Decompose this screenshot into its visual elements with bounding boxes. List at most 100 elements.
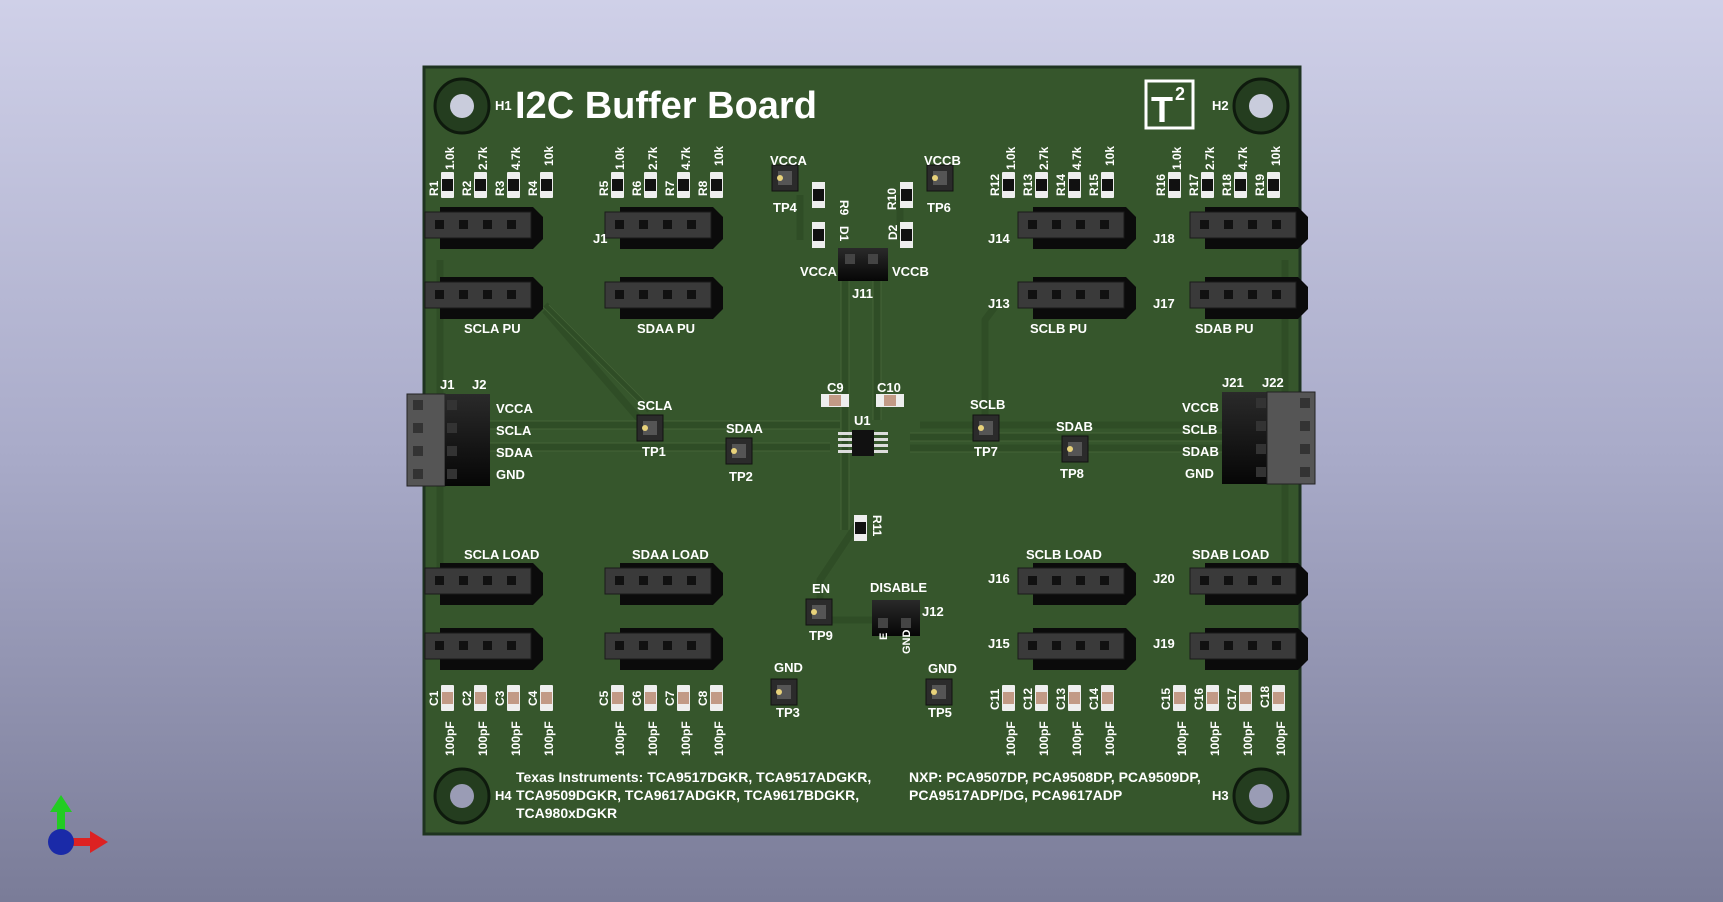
axis-gizmo[interactable] <box>48 795 108 855</box>
footer-ti-line1: Texas Instruments: TCA9517DGKR, TCA9517A… <box>516 769 871 785</box>
label-scla-pu: SCLA PU <box>464 321 521 336</box>
test-point <box>805 598 833 626</box>
ref-c11: C11 <box>988 688 1002 710</box>
label-j22: J22 <box>1262 375 1284 390</box>
header-4pin <box>424 628 543 670</box>
val-c8: 100pF <box>712 721 726 756</box>
label-gnd-j12: GND <box>901 630 913 655</box>
header-4pin <box>1017 628 1136 670</box>
label-tp9: TP9 <box>809 628 833 643</box>
ref-d2: D2 <box>886 224 900 240</box>
ref-r16: R16 <box>1154 174 1168 196</box>
ref-c12: C12 <box>1021 688 1035 710</box>
header-4pin <box>1189 563 1308 605</box>
label-en-j12: E <box>878 633 890 640</box>
ref-c7: C7 <box>663 690 677 706</box>
smd-part <box>876 394 904 407</box>
val-r7: 4.7k <box>679 146 693 170</box>
label-sdaa-load: SDAA LOAD <box>632 547 709 562</box>
val-r5: 1.0k <box>613 146 627 170</box>
val-c3: 100pF <box>509 721 523 756</box>
logo-sup: 2 <box>1175 84 1185 104</box>
label-j16: J16 <box>988 571 1010 586</box>
header-4pin <box>1189 207 1308 249</box>
resistor-chip <box>540 172 553 198</box>
test-point <box>925 678 953 706</box>
smd-part <box>900 182 913 208</box>
label-j17: J17 <box>1153 296 1175 311</box>
axis-z-dot <box>48 829 74 855</box>
label-j20: J20 <box>1153 571 1175 586</box>
resistor-chip <box>1267 172 1280 198</box>
label-sclb-load: SCLB LOAD <box>1026 547 1102 562</box>
ref-c16: C16 <box>1192 688 1206 710</box>
ref-r12: R12 <box>988 174 1002 196</box>
ref-r17: R17 <box>1187 174 1201 196</box>
capacitor-chip <box>1035 685 1048 711</box>
ref-c15: C15 <box>1159 688 1173 710</box>
label-scla-tp: SCLA <box>637 398 673 413</box>
val-c6: 100pF <box>646 721 660 756</box>
val-c2: 100pF <box>476 721 490 756</box>
label-sdab-tp: SDAB <box>1056 419 1093 434</box>
ref-c5: C5 <box>597 690 611 706</box>
connector-j1-j2 <box>406 393 490 487</box>
capacitor-chip <box>1002 685 1015 711</box>
hole-label-h3: H3 <box>1212 788 1229 803</box>
label-sdaa-left: SDAA <box>496 445 533 460</box>
capacitor-chip <box>611 685 624 711</box>
test-point <box>1061 435 1089 463</box>
ref-r7: R7 <box>663 180 677 196</box>
val-r3: 4.7k <box>509 146 523 170</box>
header-4pin <box>604 563 723 605</box>
label-scla-left: SCLA <box>496 423 532 438</box>
ref-c14: C14 <box>1087 688 1101 710</box>
val-c7: 100pF <box>679 721 693 756</box>
smd-part <box>854 515 867 541</box>
test-point <box>770 678 798 706</box>
label-gnd-tp3: GND <box>774 660 803 675</box>
resistor-chip <box>710 172 723 198</box>
ref-r10: R10 <box>885 188 899 210</box>
val-r17: 2.7k <box>1203 146 1217 170</box>
ref-c18: C18 <box>1258 686 1272 708</box>
resistor-chip <box>507 172 520 198</box>
connector-j21-j22 <box>1222 391 1316 485</box>
smd-part <box>812 182 825 208</box>
val-r2: 2.7k <box>476 146 490 170</box>
label-sdab-load: SDAB LOAD <box>1192 547 1269 562</box>
label-sclb-right: SCLB <box>1182 422 1217 437</box>
smd-part <box>821 394 849 407</box>
capacitor-chip <box>441 685 454 711</box>
label-tp3: TP3 <box>776 705 800 720</box>
ic-u1 <box>838 430 888 456</box>
capacitor-chip <box>677 685 690 711</box>
resistor-chip <box>1201 172 1214 198</box>
ref-c8: C8 <box>696 690 710 706</box>
mounting-holes <box>433 77 1290 825</box>
label-disable: DISABLE <box>870 580 927 595</box>
test-point <box>725 437 753 465</box>
label-j13: J13 <box>988 296 1010 311</box>
ref-r6: R6 <box>630 180 644 196</box>
capacitor-chip <box>1239 685 1252 711</box>
val-r1: 1.0k <box>443 146 457 170</box>
label-sclb-tp: SCLB <box>970 397 1005 412</box>
capacitor-chip <box>474 685 487 711</box>
label-vcca-left: VCCA <box>496 401 533 416</box>
val-c1: 100pF <box>443 721 457 756</box>
axis-y-arrow <box>57 812 65 832</box>
val-c12: 100pF <box>1037 721 1051 756</box>
hole-h4 <box>433 767 491 825</box>
ref-c1: C1 <box>427 690 441 706</box>
resistor-chip <box>1002 172 1015 198</box>
ref-c3: C3 <box>493 690 507 706</box>
label-u1: U1 <box>854 413 871 428</box>
val-c4: 100pF <box>542 721 556 756</box>
capacitor-chip <box>710 685 723 711</box>
label-scla-load: SCLA LOAD <box>464 547 539 562</box>
header-4pin <box>1017 563 1136 605</box>
capacitor-chip <box>1101 685 1114 711</box>
label-j19: J19 <box>1153 636 1175 651</box>
ref-r8: R8 <box>696 180 710 196</box>
